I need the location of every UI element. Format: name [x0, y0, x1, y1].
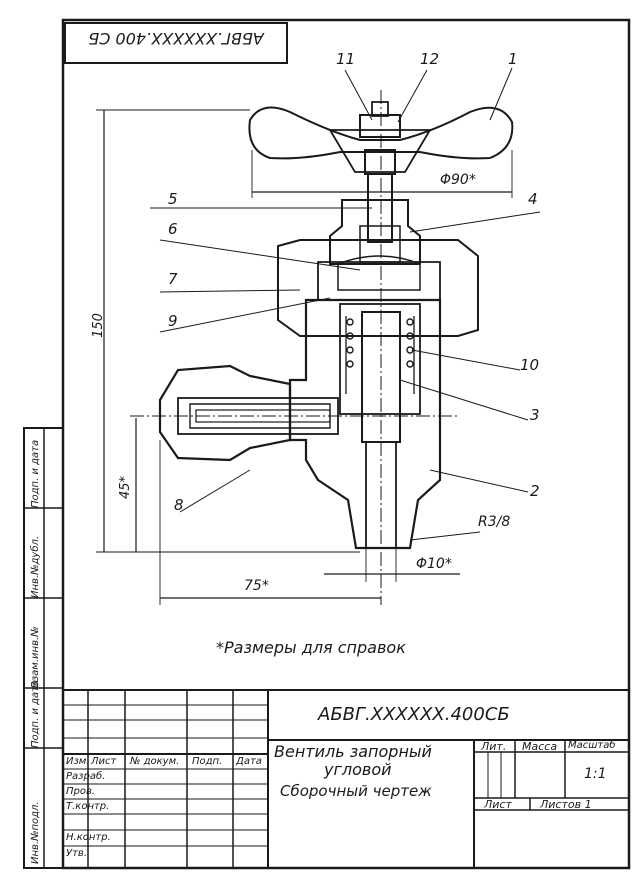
tb-h-doc: № докум.	[130, 756, 180, 767]
tb-role-razrab: Разраб.	[66, 771, 106, 782]
dim-thread: R3/8	[478, 514, 511, 530]
tb-role-nkontr: Н.контр.	[66, 832, 111, 843]
side-label-4: Подп. и дата	[30, 679, 41, 748]
tb-h-izm: Изм.	[66, 756, 90, 767]
callout-8: 8	[174, 496, 184, 514]
tb-sheet: Лист	[484, 798, 512, 811]
body-head	[277, 239, 479, 337]
tb-doc-type: Сборочный чертеж	[280, 782, 432, 800]
tb-scale-label: Масштаб	[568, 740, 616, 751]
bonnet-4	[329, 199, 421, 265]
side-label-5: Инв.№подл.	[30, 801, 41, 864]
callout-5: 5	[168, 190, 178, 208]
tb-role-utv: Утв.	[66, 848, 87, 859]
callout-10: 10	[520, 356, 540, 374]
handwheel	[248, 106, 514, 160]
dim-outlet-diameter: Φ10*	[416, 556, 452, 572]
tb-h-date: Дата	[236, 756, 262, 767]
callout-12: 12	[420, 50, 440, 68]
dim-75: 75*	[244, 578, 269, 594]
dim-45: 45*	[118, 475, 134, 500]
side-label-3: Взам.инв.№	[30, 626, 41, 688]
side-label-2: Инв.№дубл.	[30, 535, 41, 598]
callout-3: 3	[530, 406, 540, 424]
callout-7: 7	[168, 270, 178, 288]
tb-mass: Масса	[522, 740, 558, 753]
leader-lines	[150, 67, 541, 513]
reference-note: *Размеры для справок	[216, 638, 406, 657]
tb-sheets: Листов 1	[540, 798, 592, 811]
spring-10	[345, 316, 415, 394]
dim-150: 150	[90, 313, 106, 338]
tb-h-sign: Подп.	[192, 756, 223, 767]
callout-6: 6	[168, 220, 178, 238]
nut-11	[359, 114, 401, 138]
tb-role-prov: Пров.	[66, 786, 96, 797]
tb-name-1: Вентиль запорный	[274, 742, 432, 761]
side-label-1: Подп. и дата	[30, 439, 41, 508]
callout-1: 1	[508, 50, 518, 68]
dim-handle-diameter: Φ90*	[440, 172, 476, 188]
valve-assembly	[158, 101, 514, 550]
valve-disc-6	[337, 255, 421, 291]
title-block	[63, 689, 629, 868]
union-nut-8	[158, 364, 292, 462]
tb-name-2: угловой	[324, 760, 392, 779]
tb-role-tkontr: Т.контр.	[66, 801, 110, 812]
tb-lit: Лит.	[481, 740, 507, 753]
rotated-stamp: АБВГ.XXXXXX.400 СБ	[64, 22, 288, 64]
body-2	[288, 298, 442, 550]
callout-2: 2	[530, 482, 540, 500]
tb-scale: 1:1	[584, 766, 607, 782]
tb-designation: АБВГ.XXXXXX.400СБ	[318, 704, 510, 725]
callout-11: 11	[336, 50, 356, 68]
tb-h-list: Лист	[91, 756, 117, 767]
callout-9: 9	[168, 312, 178, 330]
stamp-code: АБВГ.XXXXXX.400 СБ	[88, 29, 264, 48]
callout-4: 4	[528, 190, 538, 208]
